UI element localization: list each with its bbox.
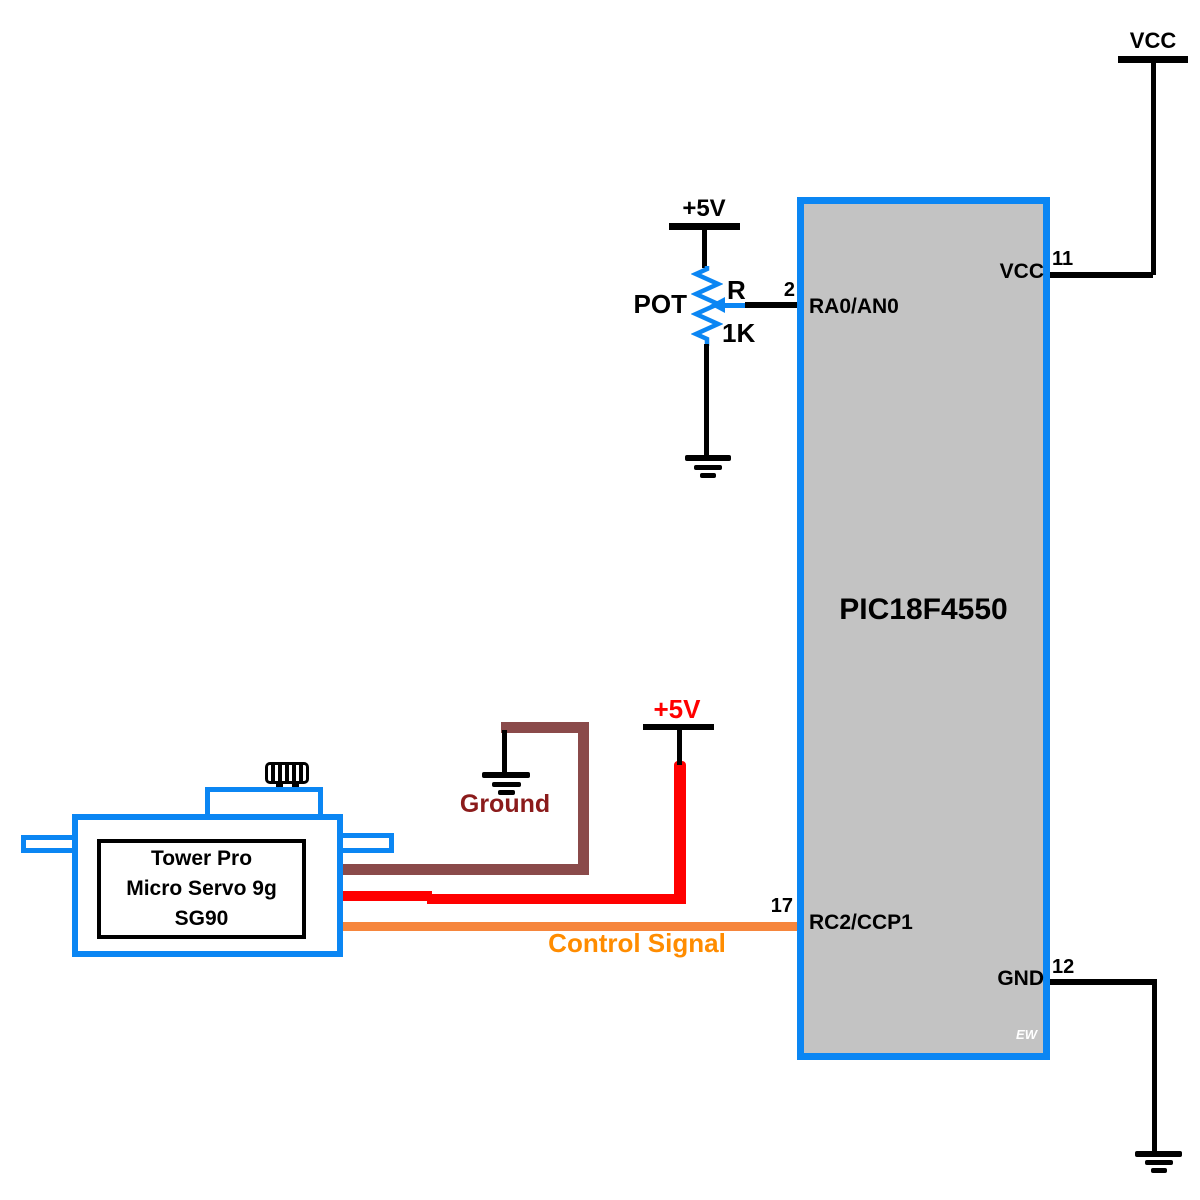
- pin2-number: 2: [783, 279, 795, 301]
- mcu-pin-vcc-label: VCC: [999, 260, 1044, 283]
- servo-right-mount-tab: [338, 833, 394, 853]
- pin12-number: 12: [1052, 956, 1075, 978]
- wire-pin2: [745, 302, 798, 308]
- servo-ground-wire-horizontal: [340, 864, 589, 875]
- ground-symbol-bar1: [1135, 1151, 1182, 1157]
- servo-label-box: Tower Pro Micro Servo 9g SG90: [97, 839, 306, 939]
- control-signal-wire: [340, 922, 798, 931]
- servo-gear-leg1: [276, 782, 283, 790]
- servo-ground-bar2: [492, 782, 521, 787]
- ground-symbol-bar2: [1145, 1160, 1173, 1165]
- pin17-number: 17: [770, 895, 793, 917]
- pot-ground-bar2: [694, 465, 722, 470]
- vcc-rail-label: VCC: [1129, 28, 1177, 53]
- servo-supply-bar: [643, 724, 714, 730]
- servo-ground-wire-vertical: [578, 722, 589, 875]
- vcc-rail-bar: [1118, 56, 1188, 63]
- control-signal-label: Control Signal: [548, 928, 726, 958]
- pin11-number: 11: [1052, 248, 1074, 270]
- wire-pin12: [1050, 979, 1154, 985]
- servo-label-line1: Tower Pro: [150, 847, 253, 870]
- mcu-pin-rc2-label: RC2/CCP1: [809, 911, 913, 934]
- servo-supply-label: +5V: [653, 694, 701, 724]
- pot-supply-bar: [669, 223, 740, 230]
- wire-pin11: [1050, 272, 1153, 278]
- servo-label-line2: Micro Servo 9g: [126, 877, 277, 900]
- mcu-title: PIC18F4550: [839, 593, 1008, 626]
- wire-wiper-blue: [724, 303, 748, 308]
- wire-pot-bottom: [704, 344, 709, 457]
- pot-ground-bar3: [700, 473, 716, 478]
- servo-ground-drop: [502, 730, 507, 774]
- servo-gear-leg2: [292, 782, 299, 790]
- servo-ground-bar1: [482, 772, 530, 778]
- servo-ground-bar3: [498, 790, 515, 795]
- mcu-watermark: EW: [1016, 1027, 1037, 1042]
- ground-symbol-bar3: [1151, 1168, 1167, 1173]
- servo-gear-icon: [265, 762, 309, 784]
- servo-label-line3: SG90: [174, 907, 229, 930]
- mcu-chip: [797, 197, 1050, 1060]
- servo-power-wire-a: [340, 891, 432, 901]
- pot-ref-label: R: [727, 275, 746, 305]
- servo-left-mount-tab: [21, 835, 78, 853]
- ground-label: Ground: [459, 790, 551, 818]
- pot-name-label: POT: [633, 289, 687, 319]
- servo-power-wire-vertical: [674, 761, 686, 904]
- wire-pin12-down: [1152, 979, 1157, 1153]
- mcu-pin-ra0-label: RA0/AN0: [809, 295, 899, 318]
- wire-pot-top: [702, 230, 707, 268]
- servo-power-wire-b: [427, 894, 686, 904]
- servo-ground-wire-top: [501, 722, 589, 733]
- pot-ground-bar1: [685, 455, 731, 461]
- servo-power-stub: [677, 729, 682, 765]
- pot-wiper-arrow-icon: [710, 297, 725, 313]
- mcu-pin-gnd-label: GND: [997, 967, 1044, 990]
- pot-value-label: 1K: [722, 318, 756, 348]
- pot-supply-label: +5V: [682, 195, 726, 222]
- wire-vcc-to-pin11: [1151, 63, 1156, 275]
